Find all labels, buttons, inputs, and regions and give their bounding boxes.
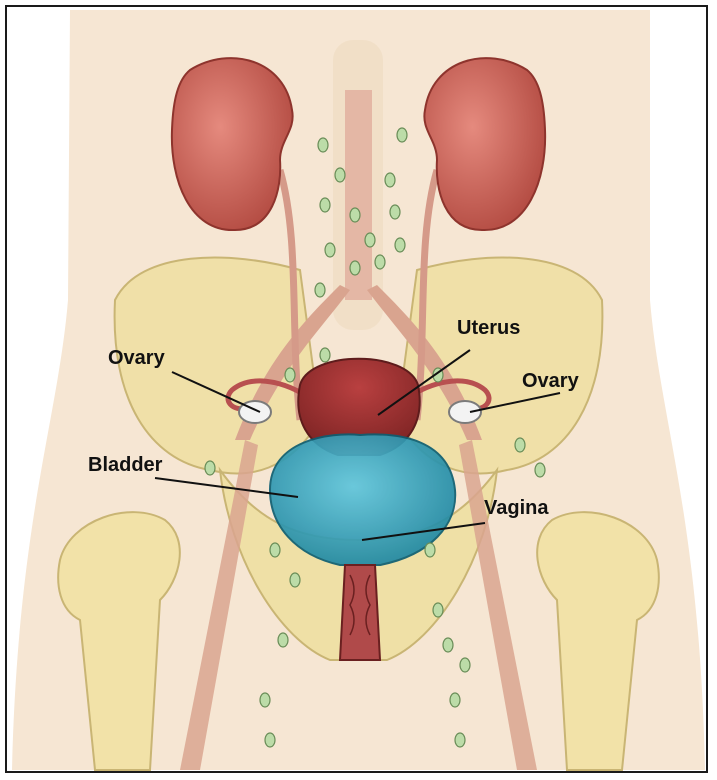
label-uterus: Uterus xyxy=(457,318,520,338)
label-vagina: Vagina xyxy=(484,498,548,518)
label-ovary-right: Ovary xyxy=(522,371,579,391)
vagina xyxy=(340,565,380,660)
ovary-right xyxy=(449,401,481,423)
label-ovary-left: Ovary xyxy=(108,348,165,368)
label-bladder: Bladder xyxy=(88,455,162,475)
